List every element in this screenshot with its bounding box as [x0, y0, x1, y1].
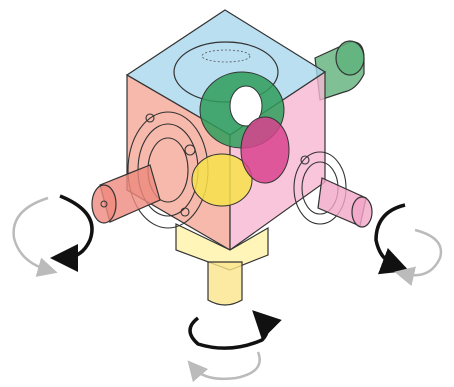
rotation-arrow-left-dark-icon: [60, 196, 92, 258]
rotation-arrow-bottom-icon: [190, 318, 267, 379]
rotation-arrow-right-dark-icon: [376, 205, 405, 266]
rotation-arrow-bottom-light-icon: [194, 352, 260, 379]
magenta-gear: [241, 117, 289, 183]
left-shaft: [92, 165, 160, 223]
rotation-arrow-bottom-dark-icon: [190, 318, 267, 348]
rotation-arrow-right-icon: [376, 205, 441, 275]
rotation-arrow-right-light-icon: [404, 230, 441, 275]
right-shaft: [318, 178, 372, 227]
rotation-arrow-left-light-icon: [14, 198, 48, 270]
bottom-shaft: [208, 262, 242, 305]
rotation-arrow-left-icon: [14, 196, 92, 270]
